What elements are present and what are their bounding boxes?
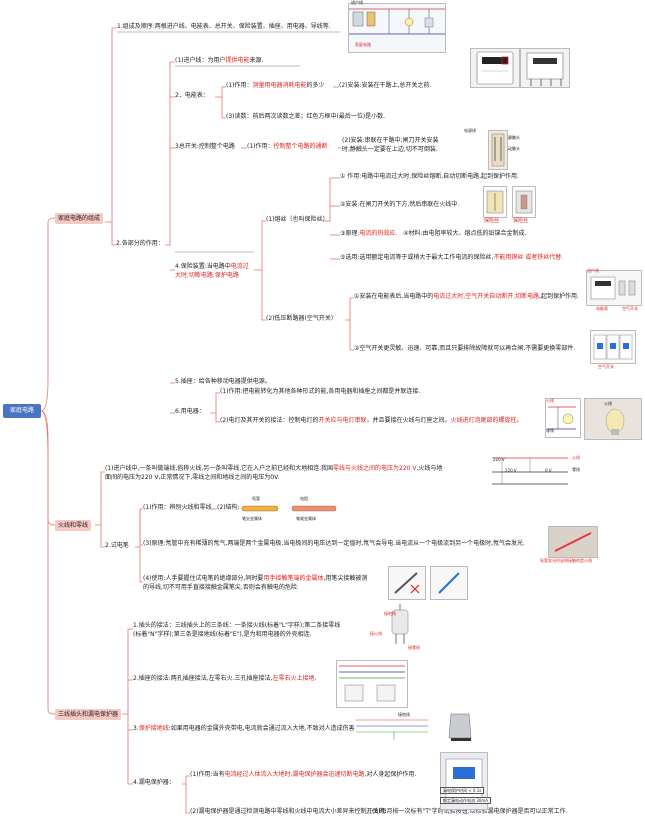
node-meter-install: (2)安装:安装在干路上,总开关之前. <box>339 82 432 89</box>
plug-label-neutral: 接零线 <box>408 645 420 650</box>
node-rcd-principle: (2)漏电保护器是通过检测电路中零线和火线中电流大小差异来控制开关的. <box>190 808 387 815</box>
fuse-caption-1: 保险丝 <box>484 218 500 224</box>
pen-structure-image-1 <box>240 498 280 518</box>
pen-usage-image-2 <box>430 566 468 600</box>
breaker-caption-1: 空气开关 <box>622 306 638 311</box>
knife-switch-image <box>488 130 508 170</box>
meter-box-wire-label: 进户线 <box>587 268 599 273</box>
node-live-neutral-b: 面间的电压为220 V,正常情况下,零线之间和地线之间的电压为0V. <box>105 474 280 481</box>
rcd-spec-current: 额定漏电动作电流 30mA <box>440 797 491 805</box>
socket-wiring-image <box>336 660 408 708</box>
knife-label-static: 静触头 <box>508 135 520 140</box>
node-breaker-advantage: ②空气开关更灵敏、迅速、可靠,而且只要排除故障就可以再合闸,不需要更换零部件. <box>354 345 576 352</box>
kettle-image <box>443 706 477 742</box>
node-rcd-test: (3)每月按一次标有"T"字的试验按钮,以检验漏电保护器是否可以正常工作. <box>372 808 568 815</box>
category-live-neutral[interactable]: 火线和零线 <box>55 520 92 531</box>
node-parts-function: 2.各部分的作用： <box>116 240 164 247</box>
node-protection-b: 大时,切断电路,保护电路 <box>175 272 239 279</box>
node-main-switch-install-b: 时,静触头一定要在上边,切不可倒装. <box>342 146 438 153</box>
household-circuit-image <box>348 3 446 53</box>
node-socket: 5.插座：给各种移动电器提供电源。 <box>175 378 271 385</box>
fuse-caption-2: 保险丝 <box>513 218 529 224</box>
category-plug-rcd[interactable]: 三线插头和漏电保护器 <box>55 709 122 720</box>
node-fuse: (1)熔丝（也叫保险丝） <box>266 216 329 223</box>
node-rcd: 4.漏电保护器： <box>133 779 175 786</box>
breaker-caption-2: 空气开关 <box>598 364 614 369</box>
node-composition: 1.组成及顺序:两根进户线、电能表、总开关、保险装置、插座、用电器、导线等. <box>117 23 331 30</box>
root-node[interactable]: 家庭电路 <box>3 404 41 418</box>
node-live-neutral-a: (1)进户线中,一条叫做端线,俗称火线,另一条叫零线,它在入户之前已经和大地相连… <box>105 465 443 472</box>
voltage-label-b: 220 V <box>505 468 517 473</box>
wire-in-label: 进户线 <box>351 0 363 5</box>
node-main-switch-function: (1)作用：控制整个电路的通断 <box>247 143 328 150</box>
pen-structure-image-2 <box>290 498 338 518</box>
node-service-line: (1)进户线：为用户提供电能来源. <box>175 57 264 64</box>
node-meter: 2．电能表： <box>175 92 209 99</box>
pen-photo-image <box>548 526 598 558</box>
node-fuse-selection: ⑤选用:选用额定电流等于或稍大于最大工作电流的保险丝,不能用铜丝 或者铁丝代替. <box>340 254 564 261</box>
pen-label-resistor: 电阻 <box>300 496 308 501</box>
lamp-photo-live-label: 火线 <box>604 401 612 406</box>
pen-label-neon: 氖管 <box>252 496 260 501</box>
plug-image <box>380 604 422 650</box>
node-test-pen-function: (1)作用：辨别火线和零线 <box>143 504 212 511</box>
node-test-pen-structure: (2)结构: <box>217 504 240 511</box>
lamp-live-label: 火线 <box>546 398 554 403</box>
node-test-pen-use-b: 的导线,切不可用手直接接触金属笔尖,否则会有触电的危险. <box>143 584 299 591</box>
meter-box-caption: 电能表 <box>596 306 608 311</box>
meter-box-image <box>586 270 642 306</box>
node-plug-b: (标着"N"字样);第三条是接地线(标着"E"),是为和用电器的外壳相连. <box>133 631 312 638</box>
node-test-pen-use-a: (4)使用:人手要握住试电笔的绝缘部分,同时要用手接触笔端的金属体,用笔尖接触被… <box>143 575 368 582</box>
node-fuse-install: ②安装:在闸刀开关的下方,然后串联在火线中. <box>340 201 460 208</box>
node-meter-reading: (3)读数：前后两次读数之差；红色方框中(最后一位)是小数. <box>226 113 386 120</box>
voltage-live-label: 火线 <box>572 455 580 460</box>
voltage-label-zero: 0 V <box>545 468 552 473</box>
fuse-image-1 <box>483 186 507 218</box>
meter-wiring-image <box>520 48 570 88</box>
node-plug-a: 1.插头的接法：三线插头上的三条线：一条接火线(标着"L"字样);第二条接零线 <box>133 622 341 629</box>
fuse-image-2 <box>512 186 536 218</box>
node-socket-wiring: 2.插座的接法:两孔插座接法,左零右火.三孔插座接法,左零右火上接地. <box>133 675 317 682</box>
node-lamp-wiring: (2)电灯及其开关的接法：控制电灯的开关应与电灯串联，并且要接在火线与灯座之间。… <box>220 417 523 424</box>
pen-photo-caption: 氖管发光时说明接触的是火线 <box>540 558 592 563</box>
node-main-switch-install-a: (2)安装:串联在干路中;闸刀开关安装 <box>342 137 439 144</box>
node-fuse-function: ① 作用:电路中电流过大时,保险丝熔断,自动切断电路,起到保护作用. <box>340 173 519 180</box>
household-circuit-caption: 家庭电路 <box>355 42 371 47</box>
node-test-pen-principle: (3)原理:氖管中充有稀薄的氖气,两端是两个金属电极.当电极间的电压达到一定值时… <box>143 540 525 547</box>
node-main-switch: 3总开关:控制整个电路 <box>175 143 235 150</box>
node-appliance-function: (1)作用:把电能转化为其他各种形式的能,各用电器和插座之间都是并联连接. <box>220 388 421 395</box>
node-appliance: 6.用电器： <box>175 408 205 415</box>
node-breaker-install: ①安装在电能表后,当电路中的电流过大时,空气开关自动断开,切断电路,起到保护作用… <box>354 293 579 300</box>
node-test-pen: 2.试电笔 <box>105 542 129 549</box>
pen-usage-image-1 <box>388 566 426 600</box>
lamp-neutral-label: 零线 <box>546 428 554 433</box>
breaker-image <box>590 330 636 364</box>
lamp-wiring-image <box>545 398 581 438</box>
node-rcd-function: (1)作用:当有电流经过人体流入大地时,漏电保护器会迅速切断电路,对人身起保护作… <box>190 771 417 778</box>
meter-image <box>470 48 520 88</box>
plug-label-ground: 接地线 <box>384 611 396 616</box>
node-ground: 3.保护接地线:如果用电器的金属外壳带电,电流就会通过流入大地,不致对人造成伤害… <box>133 725 357 732</box>
knife-label-power: 电源线 <box>464 128 476 133</box>
voltage-diagram <box>490 454 570 488</box>
plug-label-live: 接火线 <box>370 631 382 636</box>
lamp-photo-image <box>584 398 642 440</box>
ground-wire-image <box>354 712 430 742</box>
knife-label-moving: 动触头 <box>508 146 520 151</box>
voltage-label-a: 220 V <box>493 457 505 462</box>
node-breaker: (2)低压断路器(空气开关） <box>266 315 337 322</box>
voltage-neutral-label: 零线 <box>572 467 580 472</box>
pen-label-tail: 笔尾金属体 <box>296 516 316 521</box>
node-fuse-principle: ③原理:电流的热效应. ④材料:由电阻率较大、熔点低的铅锑合金制成. <box>340 230 527 237</box>
category-household-circuit[interactable]: 家庭电路的组成 <box>55 213 104 224</box>
node-meter-function: (1)作用：测量用电器消耗电能的多少 <box>226 82 325 89</box>
pen-label-tip: 笔尖金属体 <box>242 516 262 521</box>
rcd-spec-time: 漏电保护时间 < 0.1s <box>440 787 485 795</box>
node-protection-a: 4.保险装置:当电路中电流过 <box>175 263 249 270</box>
ground-wire-label: 接地线 <box>398 712 410 717</box>
